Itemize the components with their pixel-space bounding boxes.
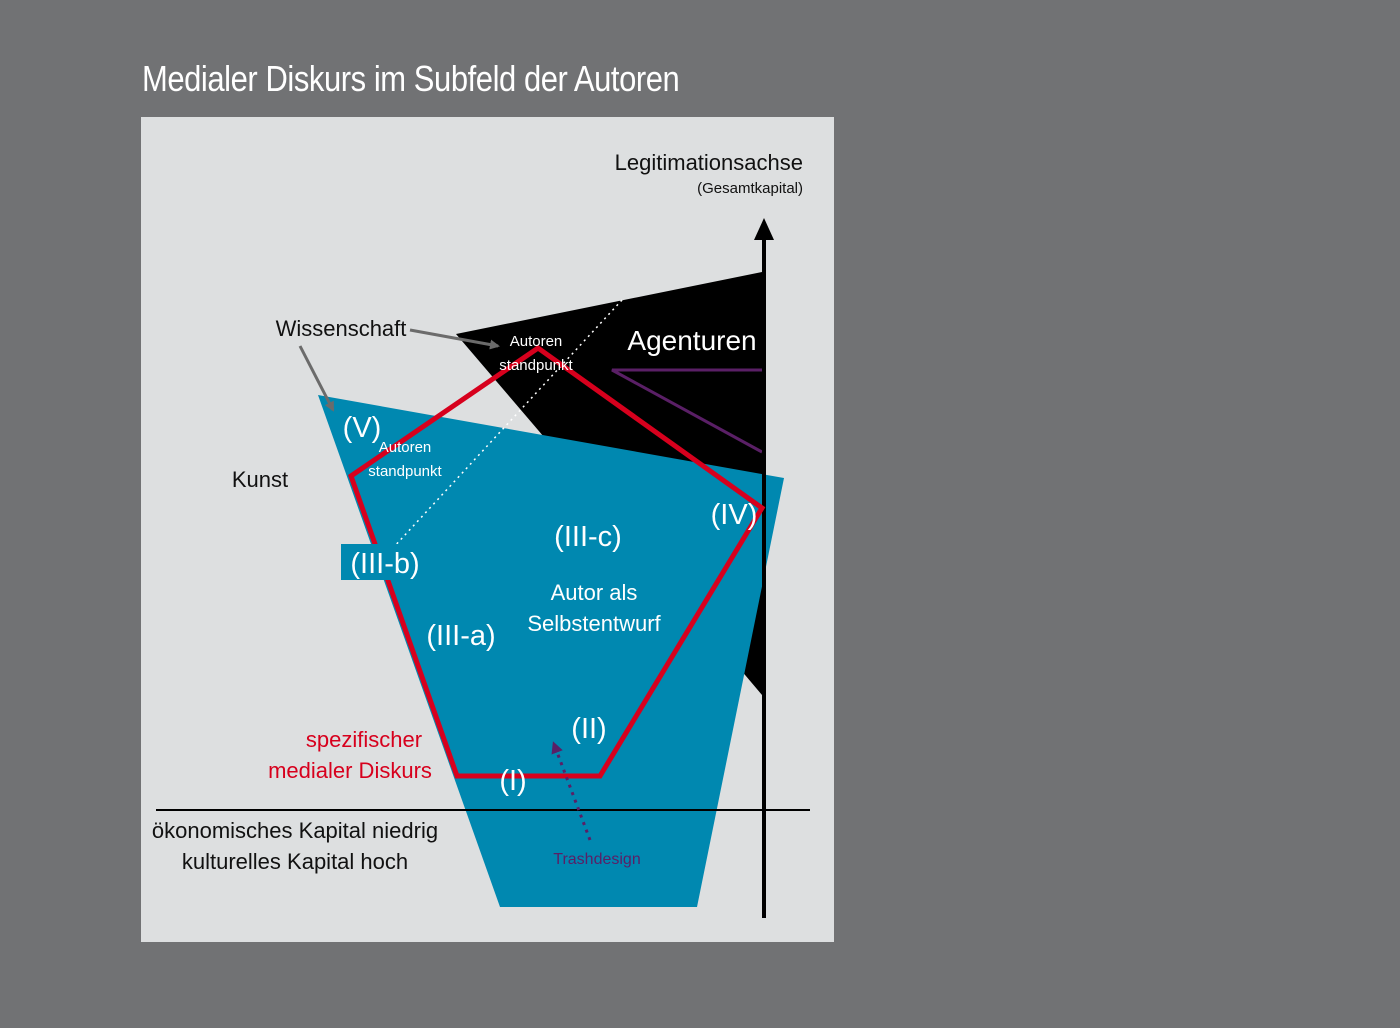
page-title: Medialer Diskurs im Subfeld der Autoren xyxy=(142,58,680,99)
axis-label: Legitimationsachse xyxy=(615,150,803,175)
position-iiib: (III-b) xyxy=(350,548,419,580)
trashdesign-label: Trashdesign xyxy=(553,851,640,868)
trashdesign-arrow xyxy=(551,741,592,841)
agenturen-purple-lines xyxy=(611,368,763,454)
kunst-area xyxy=(318,395,784,907)
standpunkt-top-line2: standpunkt xyxy=(499,357,573,374)
bottom-label-line2: kulturelles Kapital hoch xyxy=(182,849,408,874)
axis-sublabel: (Gesamtkapital) xyxy=(697,180,803,197)
standpunkt-left-line2: standpunkt xyxy=(368,463,442,480)
kunst-label: Kunst xyxy=(232,467,288,492)
autor-label-line2: Selbstentwurf xyxy=(527,611,661,636)
position-iiic: (III-c) xyxy=(554,521,622,553)
wissenschaft-arrow-right xyxy=(409,328,500,350)
legitimation-axis-arrowhead xyxy=(754,218,774,240)
position-i: (I) xyxy=(499,765,526,797)
autor-label-line1: Autor als xyxy=(551,580,638,605)
wissenschaft-label: Wissenschaft xyxy=(276,316,407,341)
position-v: (V) xyxy=(343,412,382,444)
position-iiia: (III-a) xyxy=(426,620,495,652)
position-ii: (II) xyxy=(571,713,606,745)
medial-discourse-outline xyxy=(348,344,766,779)
wissenschaft-arrow-left xyxy=(298,345,335,412)
diskurs-label-line2: medialer Diskurs xyxy=(268,758,432,783)
diskurs-label-line1: spezifischer xyxy=(306,727,422,752)
standpunkt-left-line1: Autoren xyxy=(379,439,432,456)
position-iv: (IV) xyxy=(711,499,758,531)
agenturen-label: Agenturen xyxy=(627,325,756,356)
bottom-label-line1: ökonomisches Kapital niedrig xyxy=(152,818,438,843)
position-iiib-box xyxy=(341,544,418,580)
standpunkt-top-line1: Autoren xyxy=(510,333,563,350)
